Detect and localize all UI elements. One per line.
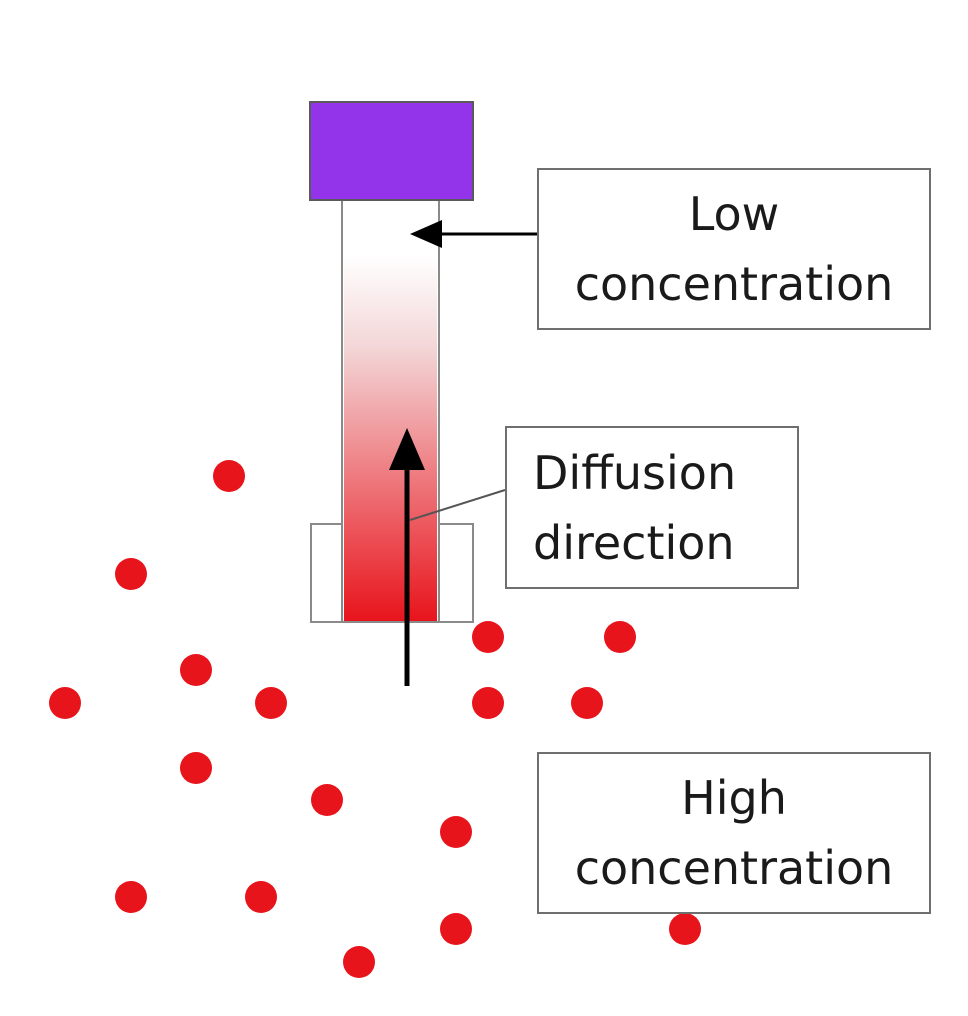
particle-dot	[472, 687, 504, 719]
high-label-line2: concentration	[574, 841, 894, 895]
particle-dot	[49, 687, 81, 719]
diffusion-arrow-icon	[389, 428, 425, 686]
particle-dot	[343, 946, 375, 978]
particle-dot	[440, 913, 472, 945]
particle-dot	[180, 752, 212, 784]
particle-dot	[245, 881, 277, 913]
low-label-line1: Low	[688, 187, 780, 241]
particle-dot	[213, 460, 245, 492]
low-concentration-label: Low concentration	[537, 168, 931, 330]
particle-dot	[255, 687, 287, 719]
particle-dot	[472, 621, 504, 653]
particle-dot	[311, 784, 343, 816]
diffusion-label-line1: Diffusion	[533, 445, 737, 500]
high-label-line1: High	[681, 771, 787, 825]
tube-cap	[309, 101, 474, 201]
particle-dot	[115, 558, 147, 590]
pointer-arrow-icon	[410, 220, 537, 248]
particle-dot	[669, 913, 701, 945]
particle-dot	[440, 816, 472, 848]
diffusion-label-line2: direction	[533, 515, 735, 570]
concentration-gradient	[344, 256, 437, 621]
diffusion-direction-label: Diffusion direction	[505, 426, 799, 589]
particle-cloud	[49, 460, 701, 978]
particle-dot	[571, 687, 603, 719]
particle-dot	[180, 654, 212, 686]
low-label-line2: concentration	[574, 257, 894, 311]
particle-dot	[115, 881, 147, 913]
diffusion-leader-line	[409, 489, 506, 521]
high-concentration-label: High concentration	[537, 752, 931, 914]
particle-dot	[604, 621, 636, 653]
